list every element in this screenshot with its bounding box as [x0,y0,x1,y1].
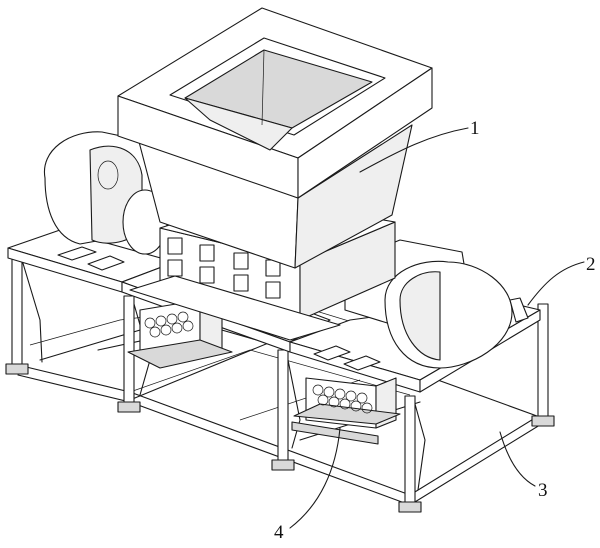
frame-legs [5,247,555,513]
crushing-box-windows [167,237,281,299]
callout-label-1: 1 [470,118,480,139]
mesh-damper-right [291,377,401,445]
callout-label-2: 2 [586,254,596,275]
callouts [289,127,585,529]
callout-label-4: 4 [274,522,284,543]
callout-label-3: 3 [538,480,548,501]
hopper [117,7,433,269]
